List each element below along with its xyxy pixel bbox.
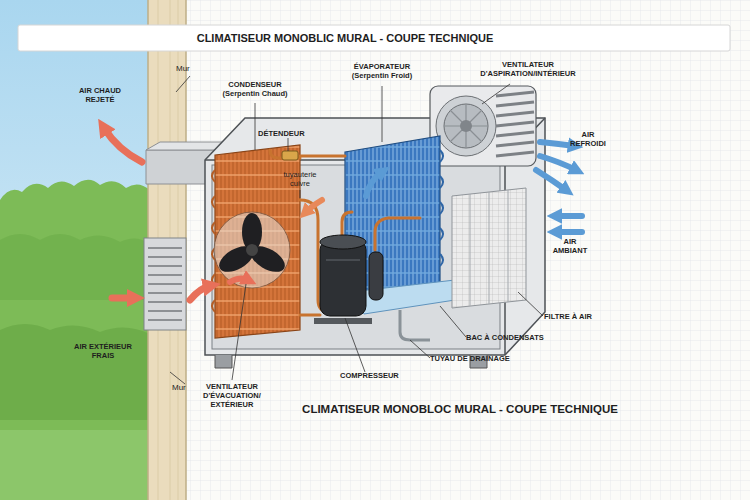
airflow-arrows (306, 200, 322, 212)
title-bar (18, 25, 730, 51)
condenser-fan (214, 212, 290, 288)
background (186, 0, 750, 500)
copper-piping (375, 218, 420, 250)
compressor (369, 252, 383, 300)
condensate-tray (350, 280, 468, 314)
airflow-arrows (366, 172, 382, 196)
airflow-arrows (556, 229, 582, 235)
part-label: TUYAU DE DRAINAGE (430, 354, 530, 363)
evaporator-coil (440, 150, 443, 266)
leader-lines (288, 138, 289, 151)
expansion-valve (282, 151, 298, 160)
condensate-tray (400, 310, 430, 340)
part-label: VENTILATEUR D'ASPIRATION/INTÉRIEUR (472, 60, 584, 78)
indoor-blower (430, 86, 536, 166)
leader-lines (345, 318, 365, 372)
diagram-caption: CLIMATISEUR MONOBLOC MURAL - COUPE TECHN… (285, 403, 635, 417)
background (0, 180, 150, 500)
condensate-tray (350, 280, 468, 340)
condenser-fan (246, 241, 289, 277)
indoor-blower (444, 104, 488, 148)
part-label: AIR REFROIDI (566, 130, 610, 148)
compressor (314, 318, 372, 324)
airflow-arrows (104, 128, 582, 300)
background (0, 324, 150, 420)
diagram-title: CLIMATISEUR MONOBLIC MURAL - COUPE TECHN… (140, 32, 550, 45)
air-filter (452, 188, 526, 308)
indoor-blower (496, 92, 534, 156)
airflow-arrows (556, 213, 582, 219)
part-label: AIR EXTÉRIEUR FRAIS (66, 342, 140, 360)
part-label: FILTRE À AIR (544, 312, 614, 321)
expansion-valve (282, 151, 298, 160)
condenser-fan (215, 241, 258, 277)
part-label: Mur (176, 64, 206, 74)
leader-lines (382, 86, 383, 142)
part-label: tuyauterie cuivre (280, 170, 320, 188)
indoor-blower (436, 96, 496, 156)
compressor (314, 235, 383, 324)
part-label: AIR AMBIANT (548, 237, 592, 255)
indoor-blower (444, 104, 488, 148)
leader-lines (176, 76, 190, 92)
leader-lines (518, 292, 543, 316)
leader-lines (232, 284, 246, 380)
background (0, 430, 150, 500)
background (0, 0, 150, 500)
part-label: AIR CHAUD REJETÉ (70, 86, 130, 104)
airflow-arrows (104, 128, 142, 162)
part-label: DÉTENDEUR (258, 129, 318, 138)
condenser-coil (212, 170, 215, 312)
condenser-fan (214, 212, 290, 288)
airflow-arrows (230, 278, 248, 282)
wall-sleeve (144, 238, 186, 330)
part-label: Mur (172, 383, 202, 393)
airflow-arrows (190, 286, 210, 300)
compressor (326, 259, 360, 261)
copper-piping (300, 314, 320, 317)
leader-lines (170, 372, 185, 384)
leader-lines (482, 84, 510, 104)
leader-lines (410, 340, 430, 358)
compressor (320, 235, 366, 249)
airflow-arrows (536, 170, 566, 190)
copper-piping (300, 155, 345, 158)
title-bar (18, 25, 730, 51)
airflow-arrows (112, 295, 134, 302)
condenser-fan (246, 244, 258, 256)
leader-lines (440, 306, 466, 337)
part-label: COMPRESSEUR (340, 371, 420, 380)
airflow-arrows (540, 156, 576, 170)
indoor-blower (430, 86, 536, 166)
air-filter (452, 188, 526, 308)
part-label: ÉVAPORATEUR (Serpentin Froid) (338, 62, 426, 80)
leader-lines (300, 190, 301, 198)
airflow-arrows (540, 142, 574, 146)
part-label: VENTILATEUR D'ÉVACUATION/ EXTÉRIEUR (198, 382, 266, 409)
copper-piping (270, 150, 420, 315)
part-label: CONDENSEUR (Serpentin Chaud) (214, 80, 296, 98)
air-filter (470, 190, 508, 306)
part-label: BAC À CONDENSATS (466, 333, 566, 342)
wall-sleeve (148, 248, 182, 320)
indoor-blower (460, 120, 472, 132)
compressor (320, 240, 366, 316)
leader-lines (255, 103, 256, 150)
background (0, 234, 150, 300)
